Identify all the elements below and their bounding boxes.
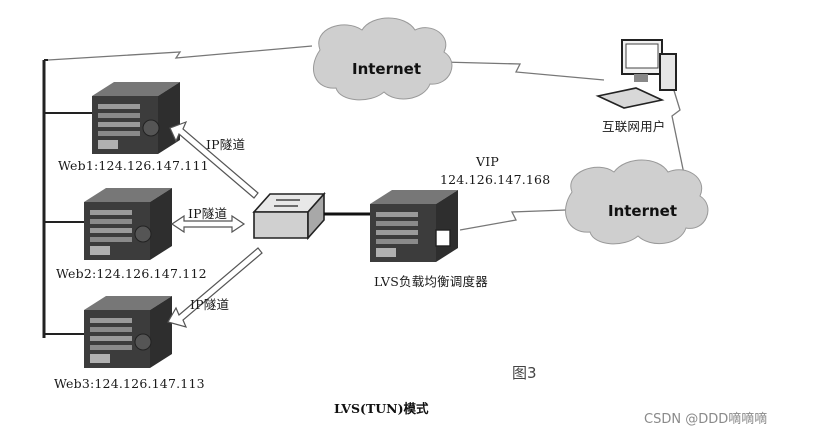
web3-label: Web3:124.126.147.113 xyxy=(54,376,205,391)
tunnel2-label: IP隧道 xyxy=(188,206,228,221)
web2-globe-icon xyxy=(134,225,152,243)
web2-label: Web2:124.126.147.112 xyxy=(56,266,207,281)
tunnel-arrow-web1 xyxy=(169,120,259,199)
figure-caption: LVS(TUN)模式 xyxy=(334,401,429,416)
web1-server-icon xyxy=(92,82,180,154)
tunnel-arrow-web3 xyxy=(167,247,263,328)
vip-label: VIP xyxy=(476,154,499,169)
tunnel-arrow-web2 xyxy=(170,214,246,234)
client-label: 互联网用户 xyxy=(602,119,666,134)
tunnel1-label: IP隧道 xyxy=(206,137,246,152)
figure-number: 图3 xyxy=(512,364,537,382)
internet-cloud-top xyxy=(312,17,453,101)
cloud2-label: Internet xyxy=(608,202,678,220)
balancer-label: LVS负载均衡调度器 xyxy=(374,274,488,289)
switch-icon xyxy=(252,191,326,241)
vip-address: 124.126.147.168 xyxy=(440,172,551,187)
web1-label: Web1:124.126.147.111 xyxy=(58,158,209,173)
link-client-cloud2 xyxy=(671,83,685,175)
cloud1-label: Internet xyxy=(352,60,422,78)
csdn-watermark: CSDN @DDD嘀嘀嘀 xyxy=(644,412,768,427)
internet-cloud-right xyxy=(565,159,709,245)
web2-server-icon xyxy=(84,188,172,260)
web3-globe-icon xyxy=(134,333,152,351)
tunnel3-label: IP隧道 xyxy=(190,297,230,312)
balancer-server-icon xyxy=(370,190,458,262)
link-cloud1-client xyxy=(441,61,605,81)
web1-globe-icon xyxy=(142,119,160,137)
link-backbone-cloud1 xyxy=(47,45,313,61)
web3-server-icon xyxy=(84,296,172,368)
link-cloud2-balancer xyxy=(459,209,567,231)
client-computer-icon xyxy=(595,39,677,109)
balancer-module-icon xyxy=(435,229,451,247)
